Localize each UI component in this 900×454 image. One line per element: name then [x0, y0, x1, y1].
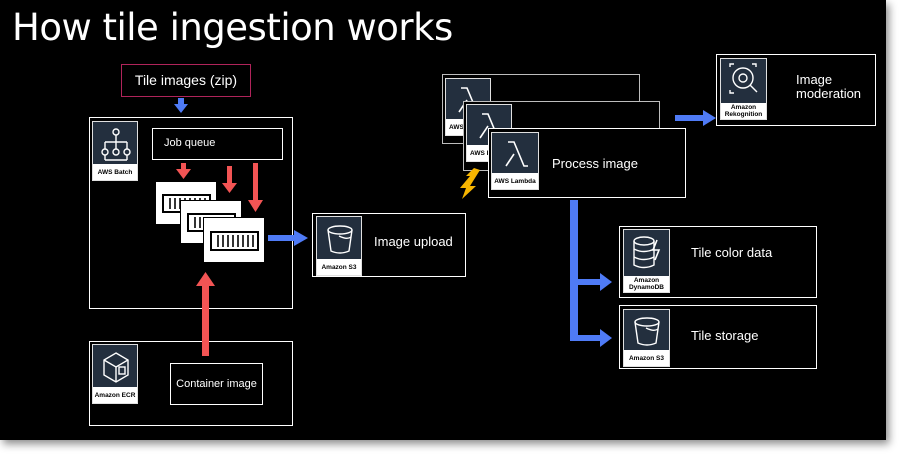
job-queue-box: Job queue — [152, 128, 283, 160]
container-card-3 — [203, 217, 265, 263]
amazon-s3-storage-caption: Amazon S3 — [624, 350, 669, 366]
amazon-dynamodb-tile: Amazon DynamoDB — [623, 229, 670, 293]
aws-batch-tile: AWS Batch — [92, 121, 138, 181]
container-icon — [210, 231, 259, 251]
arrow-queue-to-container-1 — [176, 163, 191, 179]
dynamodb-caption-line1: Amazon — [633, 277, 660, 284]
lightning-bolt-icon — [460, 168, 480, 199]
image-moderation-label-line1: Image — [796, 72, 833, 87]
tile-color-data-label: Tile color data — [691, 245, 773, 260]
aws-batch-caption: AWS Batch — [93, 164, 137, 180]
image-moderation-label-line2: moderation — [796, 86, 862, 101]
aws-lambda-caption: AWS Lambda — [492, 173, 538, 189]
rekognition-caption-line1: Amazon — [730, 104, 757, 111]
arrow-zip-to-batch — [174, 98, 188, 113]
architecture-slide: How tile ingestion works Tile images (zi… — [0, 0, 886, 440]
job-queue-label: Job queue — [164, 137, 216, 149]
aws-lambda-tile: AWS Lambda — [491, 132, 539, 190]
rekognition-caption-line2: Rekognition — [724, 111, 763, 118]
connector-overlay — [174, 98, 716, 356]
slide-title: How tile ingestion works — [12, 6, 453, 49]
amazon-rekognition-caption: Amazon Rekognition — [721, 103, 766, 119]
amazon-s3-upload-tile: Amazon S3 — [316, 216, 362, 276]
amazon-ecr-icon — [103, 352, 129, 383]
amazon-rekognition-icon — [729, 63, 758, 94]
process-image-label: Process image — [552, 156, 638, 171]
aws-lambda-icon — [505, 141, 528, 167]
arrow-queue-to-container-3 — [248, 163, 263, 212]
amazon-s3-bucket-icon — [327, 225, 353, 254]
amazon-rekognition-tile: Amazon Rekognition — [720, 58, 767, 120]
zip-input-label: Tile images (zip) — [134, 72, 238, 88]
zip-input-box: Tile images (zip) — [121, 64, 251, 97]
arrow-queue-to-container-2 — [222, 166, 237, 193]
dynamodb-caption-line2: DynamoDB — [628, 284, 665, 291]
arrow-lambda-to-storage — [570, 200, 612, 347]
container-image-label: Container image — [176, 378, 257, 390]
amazon-dynamodb-icon — [633, 236, 661, 269]
amazon-s3-bucket-icon — [634, 317, 660, 346]
amazon-s3-upload-caption: Amazon S3 — [317, 259, 361, 275]
arrow-containers-to-s3 — [268, 230, 308, 246]
tile-storage-label: Tile storage — [691, 328, 759, 343]
aws-batch-icon — [101, 128, 131, 161]
arrow-lambda-to-rekognition — [675, 110, 716, 126]
amazon-dynamodb-caption: Amazon DynamoDB — [624, 276, 669, 292]
arrow-ecr-to-containers — [196, 272, 215, 356]
container-image-box: Container image — [170, 363, 263, 405]
amazon-ecr-tile: Amazon ECR — [92, 344, 138, 404]
amazon-s3-storage-tile: Amazon S3 — [623, 309, 670, 367]
amazon-ecr-caption: Amazon ECR — [93, 387, 137, 403]
image-upload-label: Image upload — [374, 234, 453, 249]
